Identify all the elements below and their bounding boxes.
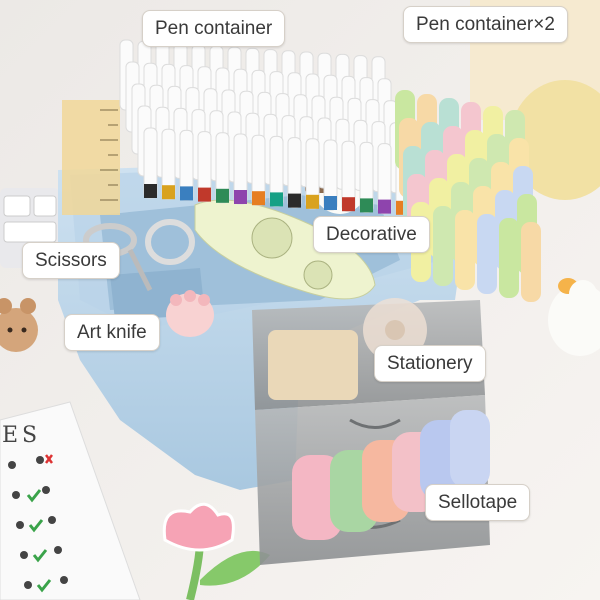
art-knife-item (166, 290, 214, 337)
label-decorative: Decorative (313, 216, 430, 253)
label-scissors: Scissors (22, 242, 120, 279)
correction-tape (194, 199, 376, 300)
label-art-knife: Art knife (64, 314, 160, 351)
label-pen-container: Pen container (142, 10, 286, 47)
washi-tape-rolls (292, 410, 490, 540)
tulip-sticker (162, 502, 270, 600)
duck-figure-right (548, 278, 600, 356)
markers-pastel (395, 90, 541, 302)
reward-chart-letters: ES (2, 423, 41, 448)
label-sellotape: Sellotape (425, 484, 531, 521)
bear-figure (0, 298, 38, 352)
markers-white (119, 39, 410, 216)
ruler (62, 100, 120, 215)
label-pen-container-x2: Pen container×2 (403, 6, 568, 43)
reward-chart (0, 401, 141, 600)
label-stationery: Stationery (374, 345, 486, 382)
